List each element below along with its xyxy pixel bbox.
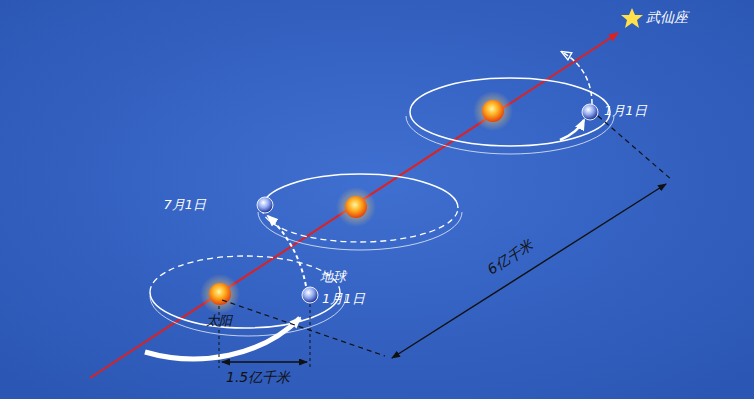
constellation-label: 武仙座 bbox=[646, 10, 688, 25]
earth-label: 地球 bbox=[320, 270, 346, 284]
dimension-label: 1.5亿千米 bbox=[226, 370, 290, 385]
date-label: 1月1日 bbox=[322, 292, 365, 306]
sun-label: 太阳 bbox=[206, 314, 232, 328]
date-label: 7月1日 bbox=[163, 198, 206, 212]
date-label: 1月1日 bbox=[604, 104, 647, 118]
